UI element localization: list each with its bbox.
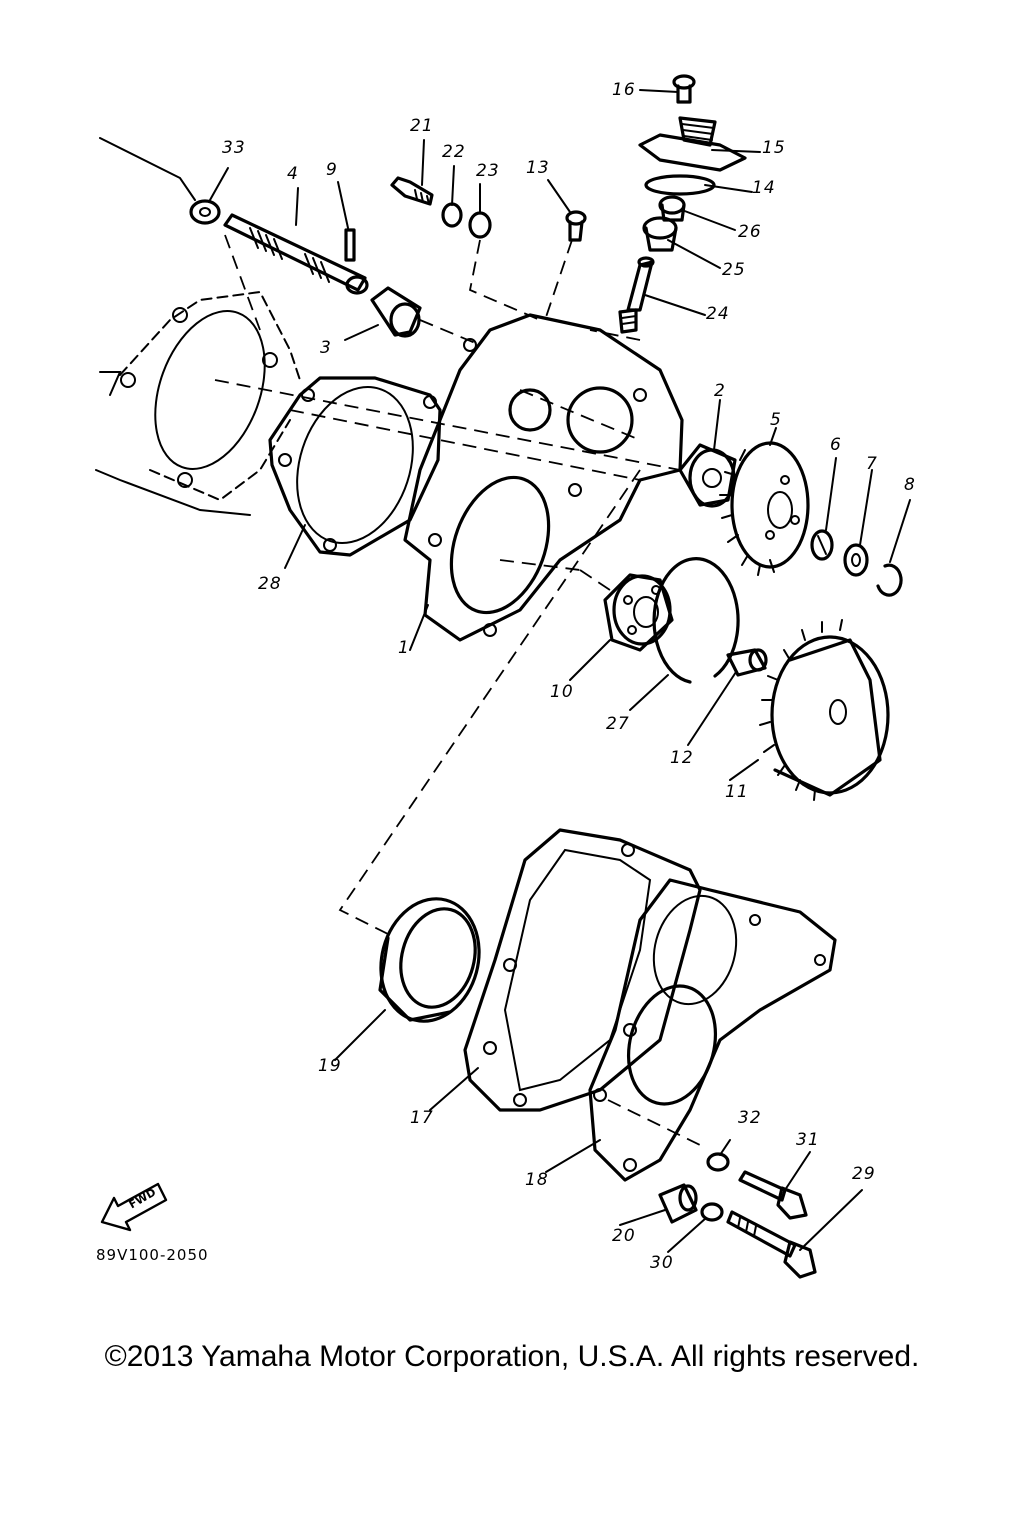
screw-part-16: [672, 74, 696, 104]
washer-part-30: [700, 1202, 724, 1222]
dowel-part-20: [658, 1183, 698, 1224]
callout-18: 18: [525, 1170, 549, 1190]
callout-5: 5: [770, 410, 782, 430]
collar-part-26: [658, 195, 686, 222]
bolt-part-31: [738, 1170, 808, 1220]
pin-part-9: [344, 228, 356, 262]
callout-31: 31: [796, 1130, 820, 1150]
shaft-part-4: [223, 213, 369, 295]
callout-7: 7: [866, 454, 878, 474]
fwd-arrow-icon: [100, 1182, 168, 1232]
callout-32: 32: [738, 1108, 762, 1128]
callout-20: 20: [612, 1226, 636, 1246]
callout-1: 1: [398, 638, 410, 658]
bearing-part-2: [678, 443, 737, 508]
circlip-part-8: [876, 563, 903, 597]
callout-3: 3: [320, 338, 332, 358]
leader-lines: [209, 89, 911, 1253]
callout-30: 30: [650, 1253, 674, 1273]
copyright-notice: ©2013 Yamaha Motor Corporation, U.S.A. A…: [104, 1340, 920, 1373]
callout-25: 25: [722, 260, 746, 280]
housing-part-1: [403, 313, 684, 642]
callout-6: 6: [830, 435, 842, 455]
gear-part-11: [759, 619, 890, 801]
washer-part-22: [441, 202, 463, 228]
bushing-part-3: [370, 286, 422, 338]
callout-9: 9: [326, 160, 338, 180]
washer-part-7: [843, 543, 869, 577]
bolt-part-29: [726, 1210, 817, 1279]
callout-15: 15: [762, 138, 786, 158]
pin-part-12: [726, 648, 768, 677]
callout-28: 28: [258, 574, 282, 594]
cover-part-18: [588, 878, 837, 1182]
callout-14: 14: [752, 178, 776, 198]
bolt-part-21: [390, 176, 434, 206]
engine-case-outline: [95, 137, 301, 516]
screw-part-13: [565, 210, 587, 242]
callout-11: 11: [725, 782, 749, 802]
callout-29: 29: [852, 1164, 876, 1184]
callout-4: 4: [287, 164, 299, 184]
flange-part-15: [638, 116, 747, 172]
callout-21: 21: [410, 116, 434, 136]
exploded-parts-diagram: [95, 74, 911, 1279]
alignment-lines: [214, 234, 701, 1146]
callout-12: 12: [670, 748, 694, 768]
bushing-part-25: [642, 216, 678, 252]
callout-8: 8: [904, 475, 916, 495]
callout-26: 26: [738, 222, 762, 242]
callout-27: 27: [606, 714, 630, 734]
gear-shaft-part-24: [618, 256, 655, 334]
callout-22: 22: [442, 142, 466, 162]
gasket-part-28: [268, 376, 442, 557]
key-part-6: [810, 529, 834, 561]
callout-33: 33: [222, 138, 246, 158]
diagram-code: 89V100-2050: [96, 1246, 209, 1264]
callout-24: 24: [706, 304, 730, 324]
circlip-part-27: [652, 557, 740, 684]
seal-part-14: [644, 174, 716, 196]
callout-2: 2: [714, 381, 726, 401]
callout-17: 17: [410, 1108, 434, 1128]
callout-19: 19: [318, 1056, 342, 1076]
gasket-part-17: [463, 828, 702, 1112]
washer-part-33: [189, 199, 221, 225]
washer-part-23: [468, 211, 492, 239]
callout-10: 10: [550, 682, 574, 702]
callout-16: 16: [612, 80, 636, 100]
callout-13: 13: [526, 158, 550, 178]
washer-part-32: [706, 1152, 730, 1172]
seal-part-19: [378, 897, 481, 1023]
callout-23: 23: [476, 161, 500, 181]
